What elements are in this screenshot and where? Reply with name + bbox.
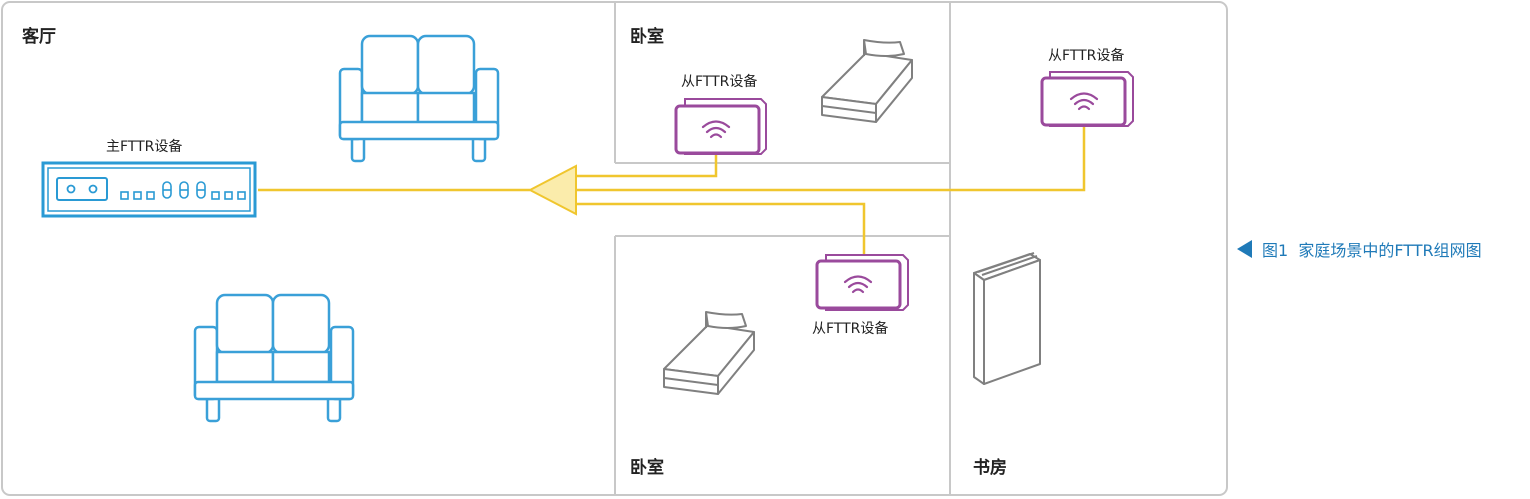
- room-label-living-room: 客厅: [21, 26, 56, 47]
- fiber-splitter: [527, 164, 577, 216]
- main-fttr-device-label: 主FTTR设备: [106, 138, 182, 155]
- caption-arrow-icon: [1237, 240, 1252, 258]
- interior-walls: [614, 2, 951, 495]
- sofa-icon: [193, 293, 355, 423]
- room-label-bedroom-top: 卧室: [630, 26, 664, 47]
- slave-fttr-device-bedroom-bottom-label: 从FTTR设备: [812, 320, 888, 337]
- main-device-ports: [120, 181, 246, 200]
- bed-icon: [821, 39, 913, 123]
- fiber-lines: [258, 124, 1086, 254]
- bed-icon: [663, 311, 755, 395]
- main-device-panel: [56, 177, 108, 201]
- room-label-study: 书房: [973, 457, 1007, 478]
- book-icon: [973, 252, 1041, 385]
- figure-caption: 图1 家庭场景中的FTTR组网图: [1262, 241, 1482, 260]
- wifi-icon: [843, 275, 873, 294]
- slave-fttr-device-bedroom-top-label: 从FTTR设备: [681, 73, 757, 90]
- main-fttr-device: [41, 161, 257, 218]
- wifi-icon: [701, 120, 731, 139]
- room-label-bedroom-bottom: 卧室: [630, 457, 664, 478]
- wifi-icon: [1069, 92, 1099, 111]
- slave-fttr-device-study: [1040, 71, 1134, 127]
- sofa-icon: [338, 34, 500, 163]
- slave-fttr-device-study-label: 从FTTR设备: [1048, 47, 1124, 64]
- slave-fttr-device-bedroom-bottom: [815, 254, 909, 311]
- slave-fttr-device-bedroom-top: [674, 98, 767, 155]
